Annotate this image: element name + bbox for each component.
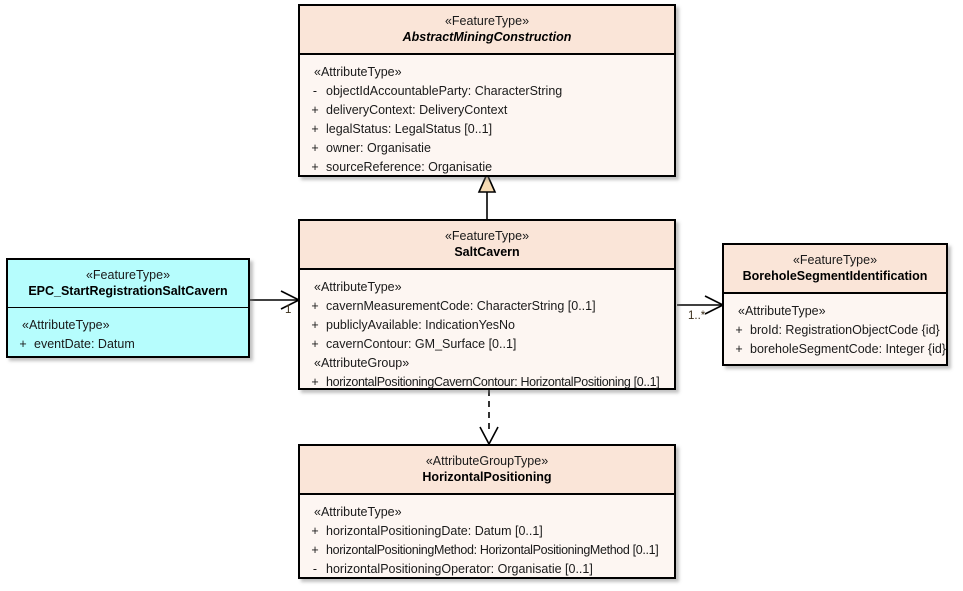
class-body-abstractminingconstruction: «AttributeType» - objectIdAccountablePar… [300,55,674,185]
association-epc-to-saltcavern[interactable] [250,290,301,310]
class-stereotype: «FeatureType» [792,253,878,267]
multiplicity-epc-to-saltcavern: 1 [285,304,292,316]
attribute-row[interactable]: + publiclyAvailable: IndicationYesNo [304,316,670,335]
class-saltcavern[interactable]: «FeatureType» SaltCavern «AttributeType»… [298,219,676,390]
attribute-text: broId: RegistrationObjectCode {id} [750,323,940,337]
class-name: HorizontalPositioning [422,470,552,484]
attribute-row[interactable]: + horizontalPositioningDate: Datum [0..1… [304,522,670,541]
class-body-boreholesegmentidentification: «AttributeType» + broId: RegistrationObj… [724,294,946,367]
attribute-row[interactable]: + cavernContour: GM_Surface [0..1] [304,335,670,354]
attribute-row[interactable]: + eventDate: Datum [12,335,244,354]
class-name: SaltCavern [454,245,520,259]
attribute-visibility: + [311,337,319,351]
class-header-boreholesegmentidentification: «FeatureType» BoreholeSegmentIdentificat… [724,245,946,294]
class-body-horizontalpositioning: «AttributeType» + horizontalPositioningD… [300,495,674,587]
attribute-visibility: + [311,141,319,155]
attribute-row[interactable]: + legalStatus: LegalStatus [0..1] [304,120,670,139]
attribute-visibility: + [311,103,319,117]
attribute-text: horizontalPositioningMethod: HorizontalP… [326,543,659,557]
attribute-visibility: + [735,342,743,356]
compartment-group-label: «AttributeType» [738,304,826,318]
attribute-visibility: + [311,524,319,538]
attribute-row[interactable]: - horizontalPositioningOperator: Organis… [304,560,670,579]
attribute-visibility: + [311,543,319,557]
compartment-group-label: «AttributeType» [314,505,402,519]
compartment-group-label: «AttributeType» [22,318,110,332]
class-name: BoreholeSegmentIdentification [742,269,928,283]
attribute-text: sourceReference: Organisatie [326,160,493,174]
attribute-row[interactable]: + owner: Organisatie [304,139,670,158]
class-name: EPC_StartRegistrationSaltCavern [28,284,228,298]
attribute-visibility: + [311,375,319,389]
attribute-visibility: + [19,337,27,351]
attribute-visibility: + [311,122,319,136]
compartment-group-label: «AttributeType» [314,280,402,294]
attribute-visibility: - [312,84,318,98]
attribute-visibility: - [312,562,318,576]
attribute-row[interactable]: + cavernMeasurementCode: CharacterString… [304,297,670,316]
attribute-row[interactable]: + horizontalPositioningCavernContour: Ho… [304,373,670,392]
class-abstractminingconstruction[interactable]: «FeatureType» AbstractMiningConstruction… [298,4,676,177]
attribute-text: owner: Organisatie [326,141,431,155]
attribute-row[interactable]: + deliveryContext: DeliveryContext [304,101,670,120]
attribute-visibility: + [735,323,743,337]
class-body-saltcavern: «AttributeType» + cavernMeasurementCode:… [300,270,674,400]
class-name: AbstractMiningConstruction [402,30,572,44]
attribute-row[interactable]: + horizontalPositioningMethod: Horizonta… [304,541,670,560]
attribute-text: publiclyAvailable: IndicationYesNo [326,318,516,332]
class-stereotype: «AttributeGroupType» [425,454,549,468]
attribute-row[interactable]: + boreholeSegmentCode: Integer {id} [728,340,946,359]
attribute-row[interactable]: - objectIdAccountableParty: CharacterStr… [304,82,670,101]
attribute-visibility: + [311,318,319,332]
class-header-horizontalpositioning: «AttributeGroupType» HorizontalPositioni… [300,446,674,495]
class-stereotype: «FeatureType» [444,229,530,243]
class-body-epc-startregistrationsaltcavern: «AttributeType» + eventDate: Datum [8,308,248,362]
compartment-group-label: «AttributeType» [314,65,402,79]
class-stereotype: «FeatureType» [85,268,171,282]
class-boreholesegmentidentification[interactable]: «FeatureType» BoreholeSegmentIdentificat… [722,243,948,366]
attribute-text: legalStatus: LegalStatus [0..1] [326,122,493,136]
attribute-row[interactable]: + broId: RegistrationObjectCode {id} [728,321,942,340]
class-header-saltcavern: «FeatureType» SaltCavern [300,221,674,270]
compartment-group-label: «AttributeGroup» [314,356,410,370]
attribute-visibility: + [311,160,319,174]
attribute-text: horizontalPositioningDate: Datum [0..1] [326,524,543,538]
attribute-row[interactable]: + sourceReference: Organisatie [304,158,670,177]
attribute-text: horizontalPositioningCavernContour: Hori… [326,375,660,389]
multiplicity-saltcavern-to-borehole: 1..* [688,310,706,322]
attribute-text: eventDate: Datum [34,337,135,351]
attribute-text: objectIdAccountableParty: CharacterStrin… [326,84,563,98]
attribute-text: deliveryContext: DeliveryContext [326,103,508,117]
attribute-visibility: + [311,299,319,313]
class-horizontalpositioning[interactable]: «AttributeGroupType» HorizontalPositioni… [298,444,676,579]
class-epc-startregistrationsaltcavern[interactable]: «FeatureType» EPC_StartRegistrationSaltC… [6,258,250,358]
attribute-text: horizontalPositioningOperator: Organisat… [326,562,593,576]
generalization-saltcavern-to-abstractminingconstruction[interactable] [477,172,497,219]
class-stereotype: «FeatureType» [444,14,530,28]
attribute-text: boreholeSegmentCode: Integer {id} [750,342,946,356]
class-header-epc-startregistrationsaltcavern: «FeatureType» EPC_StartRegistrationSaltC… [8,260,248,308]
attribute-text: cavernMeasurementCode: CharacterString [… [326,299,596,313]
class-header-abstractminingconstruction: «FeatureType» AbstractMiningConstruction [300,6,674,55]
attribute-text: cavernContour: GM_Surface [0..1] [326,337,517,351]
